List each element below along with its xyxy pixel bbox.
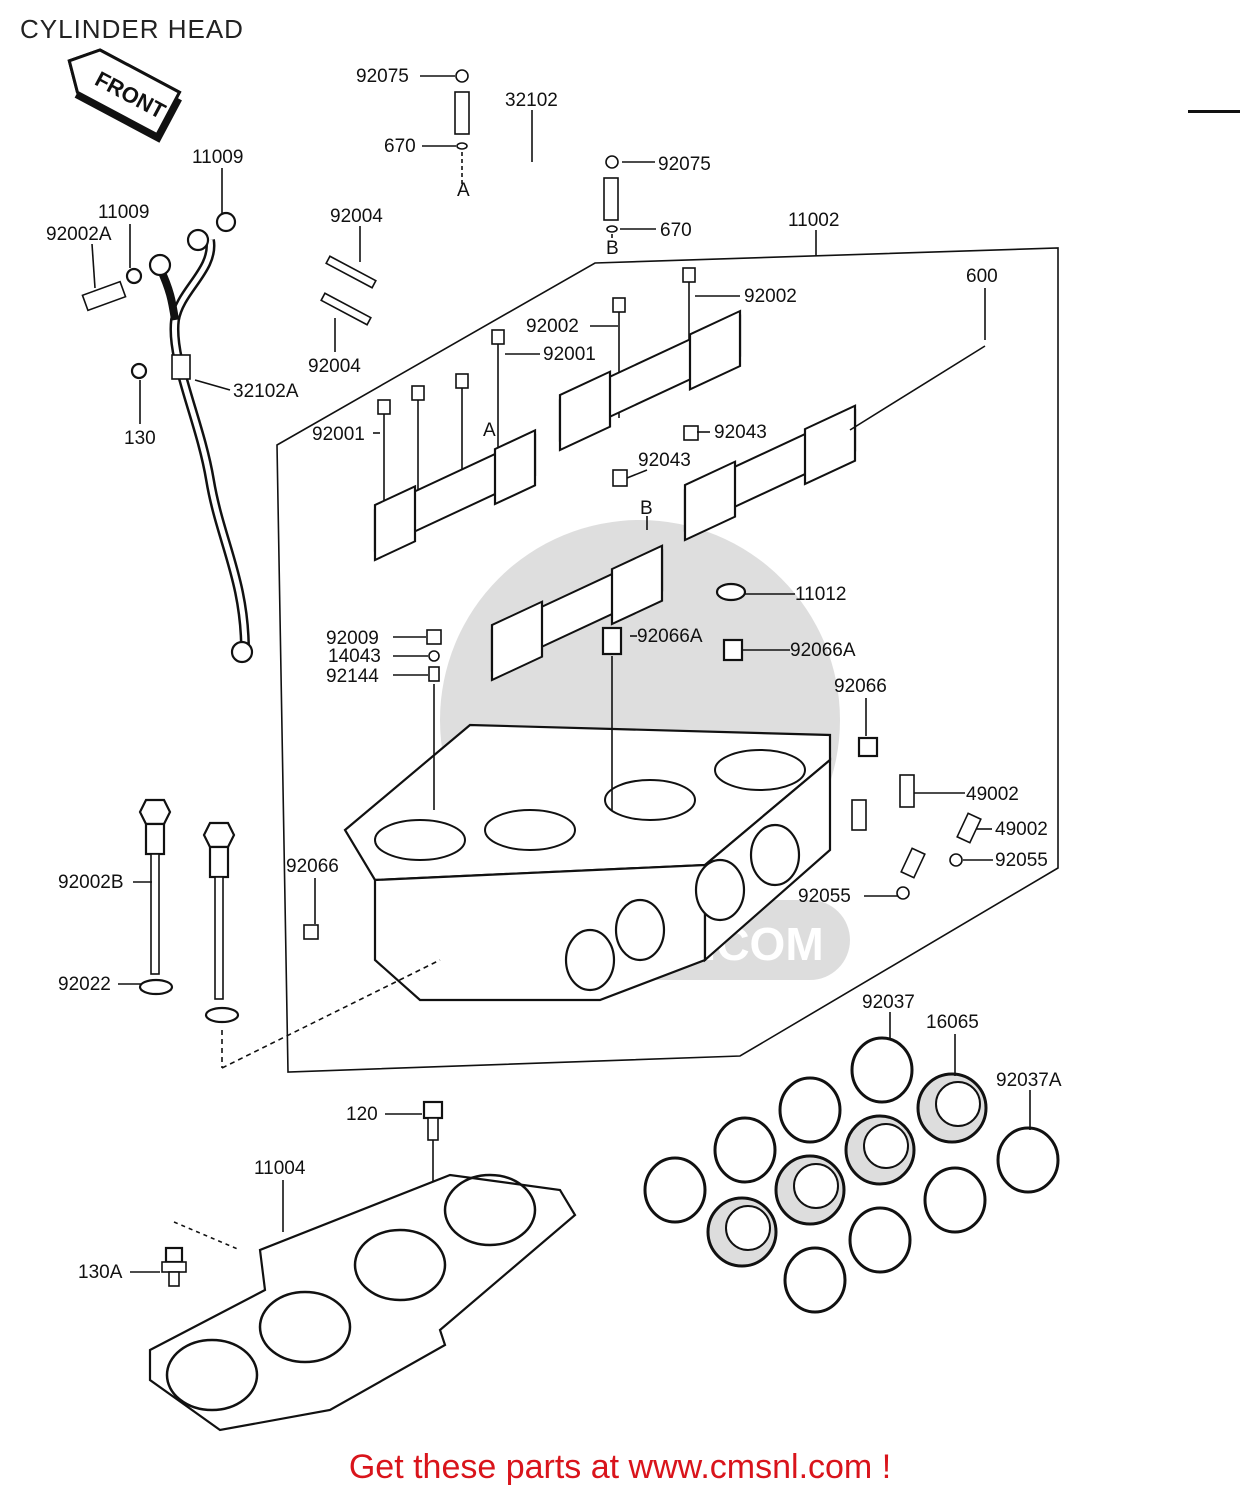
- plugs-and-caps: [303, 582, 879, 940]
- label-92055-right: 92055: [995, 850, 1048, 871]
- label-11009-top: 11009: [192, 147, 243, 168]
- cylinder-head-assembly-frame: [276, 247, 1059, 1073]
- oil-pipe-32102: [454, 69, 619, 242]
- label-670-top: 670: [384, 136, 416, 157]
- cylinder-head-body: [343, 723, 832, 1002]
- label-130: 130: [124, 428, 156, 449]
- label-600: 600: [966, 266, 998, 287]
- front-direction-tag: FRONT: [67, 48, 182, 143]
- label-92066A-right: 92066A: [790, 640, 856, 661]
- label-32102: 32102: [505, 90, 558, 111]
- label-92002B: 92002B: [58, 872, 124, 893]
- label-92001-right: 92001: [543, 344, 596, 365]
- label-49002-top: 49002: [966, 784, 1019, 805]
- head-bolts-92002B: [138, 798, 441, 1069]
- label-mark-b-top: B: [606, 238, 619, 259]
- label-130A: 130A: [78, 1262, 123, 1283]
- label-11004: 11004: [254, 1158, 306, 1179]
- dowel-pins-92004: [320, 255, 377, 326]
- label-92002-right: 92002: [744, 286, 797, 307]
- part-number-labels: 92075 32102 670 A 92075 670 B 11009 1100…: [46, 66, 1062, 1283]
- carburetor-holders-and-clamps: [643, 1036, 1060, 1314]
- leader-lines: [91, 75, 1031, 1273]
- label-670-right: 670: [660, 220, 692, 241]
- label-mark-b-cap: B: [640, 498, 653, 519]
- label-92043-right: 92043: [714, 422, 767, 443]
- label-92055-left: 92055: [798, 886, 851, 907]
- label-92004-top: 92004: [330, 206, 383, 227]
- label-mark-a-top: A: [457, 180, 470, 201]
- label-mark-a-cap: A: [483, 420, 496, 441]
- label-11012: 11012: [795, 584, 846, 605]
- label-92004-bottom: 92004: [308, 356, 361, 377]
- label-92066-left: 92066: [286, 856, 339, 877]
- label-16065: 16065: [926, 1012, 979, 1033]
- label-49002-bottom: 49002: [995, 819, 1048, 840]
- intake-stubs: [564, 823, 801, 992]
- label-120: 120: [346, 1104, 378, 1125]
- vacuum-nozzles: [851, 774, 982, 900]
- buy-parts-link[interactable]: Get these parts at www.cmsnl.com !: [348, 1448, 892, 1486]
- page-edge-divider: [1188, 110, 1240, 113]
- label-14043: 14043: [328, 646, 381, 667]
- label-92002-mid: 92002: [526, 316, 579, 337]
- label-92002A: 92002A: [46, 224, 112, 245]
- label-92009: 92009: [326, 628, 379, 649]
- label-92066-right: 92066: [834, 676, 887, 697]
- label-11002: 11002: [788, 210, 839, 231]
- label-92037A: 92037A: [996, 1070, 1062, 1091]
- label-11009-left: 11009: [98, 202, 149, 223]
- label-92022: 92022: [58, 974, 111, 995]
- head-gasket-11004: [148, 1173, 577, 1432]
- page-title: CYLINDER HEAD: [20, 14, 244, 44]
- label-32102A: 32102A: [233, 381, 299, 402]
- label-92075-right: 92075: [658, 154, 711, 175]
- label-92043-left: 92043: [638, 450, 691, 471]
- label-92144: 92144: [326, 666, 379, 687]
- label-92075-top: 92075: [356, 66, 409, 87]
- plug-fittings: [426, 629, 442, 810]
- camshaft-caps: [373, 309, 857, 682]
- label-92001-left: 92001: [312, 424, 365, 445]
- label-92066A-left: 92066A: [637, 626, 703, 647]
- oil-pipe-32102A: [81, 211, 254, 664]
- label-92037: 92037: [862, 992, 915, 1013]
